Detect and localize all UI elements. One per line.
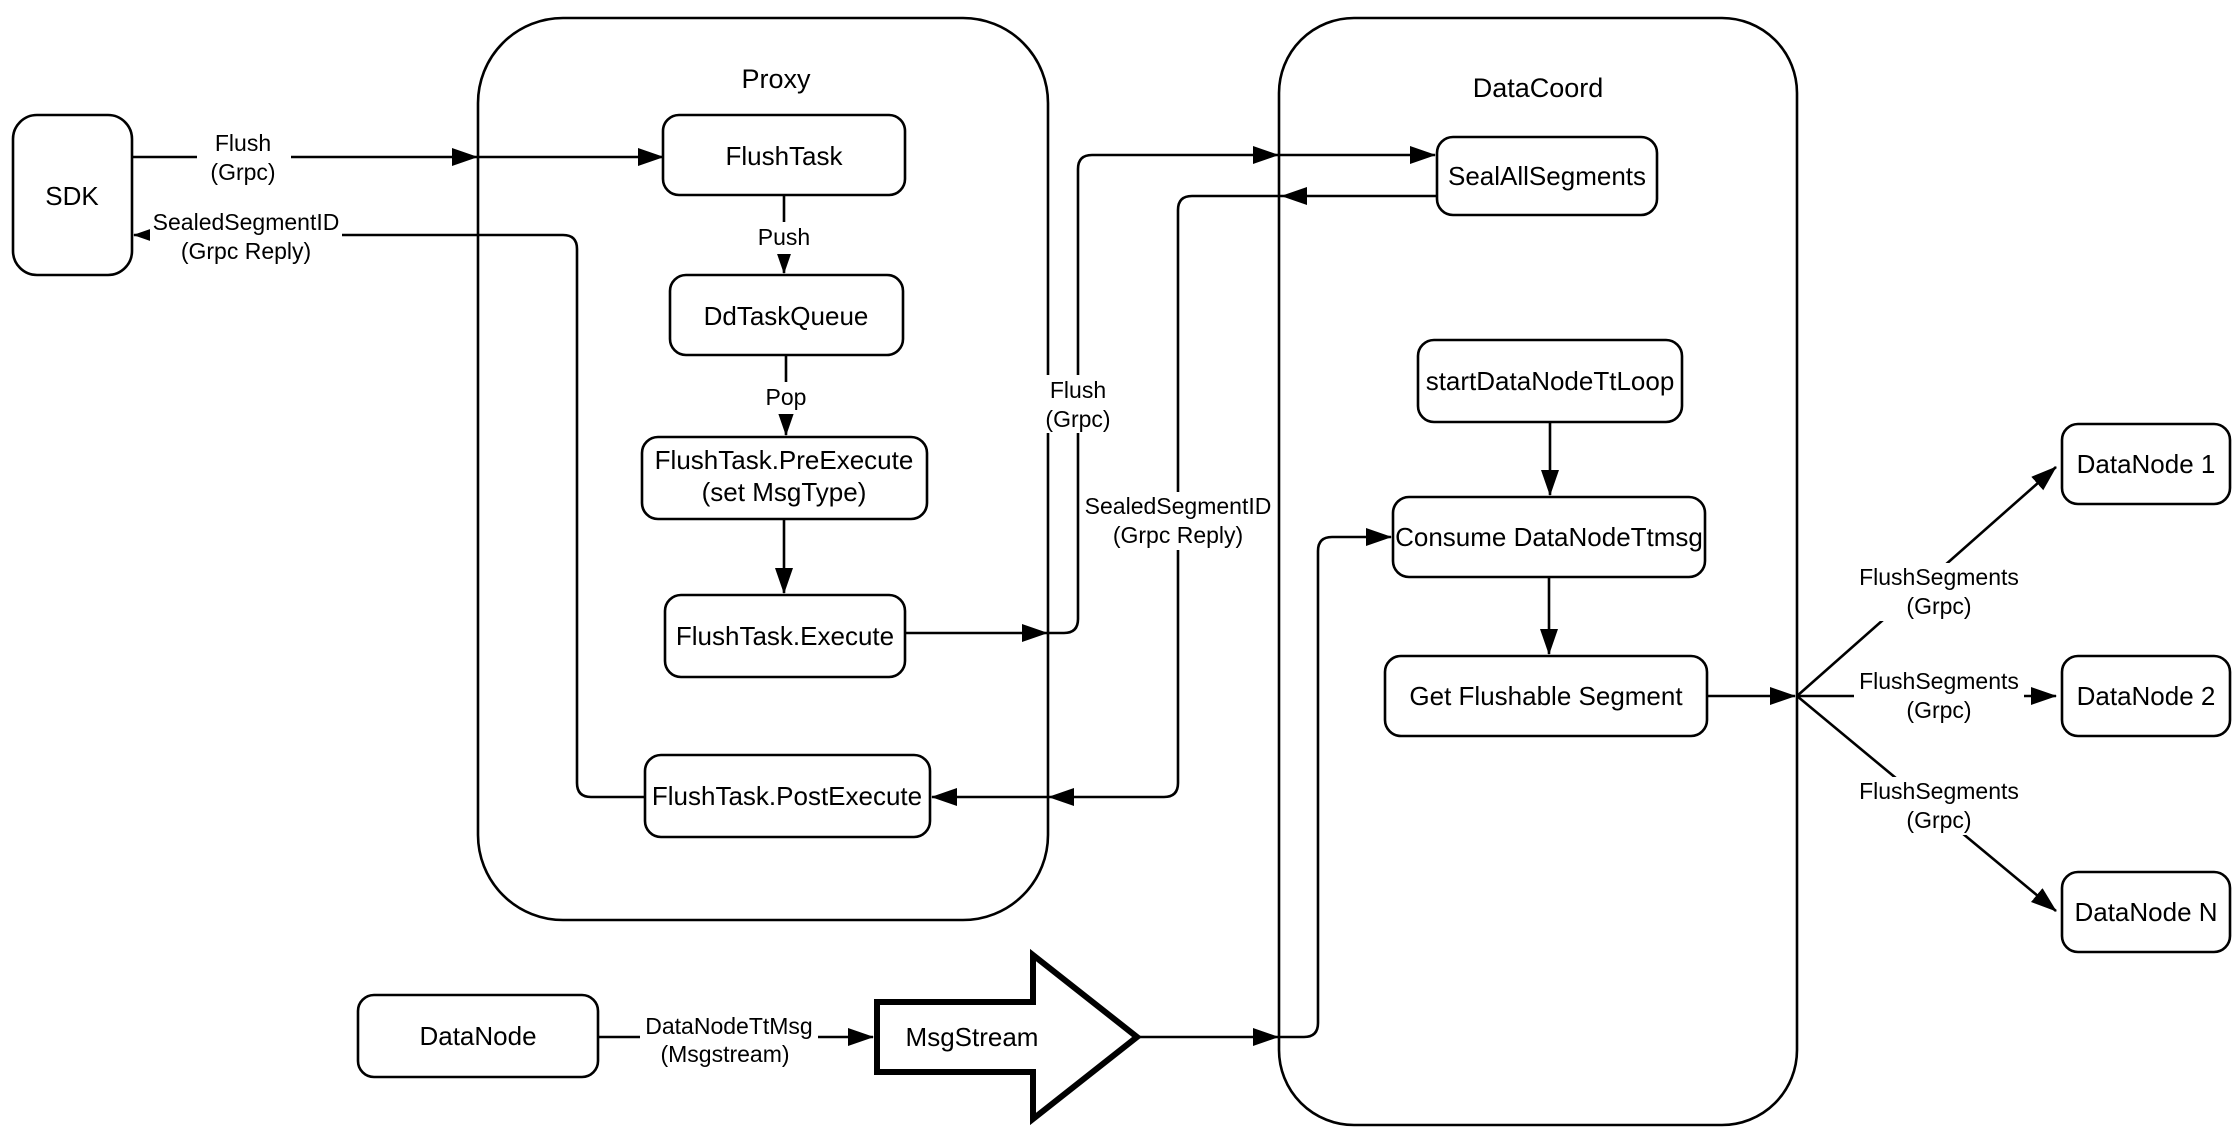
edge-label-sealedsegmentid-mid: SealedSegmentID (Grpc Reply) [1082, 492, 1274, 550]
arrowhead [1253, 146, 1279, 164]
container-proxy [476, 16, 1050, 922]
node-sealallsegments-label: SealAllSegments [1448, 161, 1646, 191]
node-datanode-bottom [356, 993, 600, 1079]
edge-label-sealedsegmentid-sdk: SealedSegmentID (Grpc Reply) [150, 208, 342, 266]
label-background [1031, 375, 1125, 433]
edge-label-flush-grpc-mid: Flush (Grpc) [1031, 375, 1125, 433]
node-datanode2-label: DataNode 2 [2077, 681, 2216, 711]
edge-execute-to-sealallsegments [905, 146, 1436, 635]
node-flushtask-label: FlushTask [725, 141, 843, 171]
edge-label-text: Pop [766, 384, 807, 410]
label-background [750, 222, 818, 254]
label-background [150, 208, 342, 266]
edge-label-flush-grpc-sdk: Flush (Grpc) [197, 128, 291, 186]
edge-label-text: SealedSegmentID [1085, 493, 1272, 519]
edge-label-text: FlushSegments [1859, 668, 2019, 694]
label-background [1854, 563, 2024, 621]
node-datanoden-label: DataNode N [2074, 897, 2217, 927]
edge-label-push: Push [750, 222, 818, 254]
edge-label-text: DataNodeTtMsg [645, 1013, 812, 1039]
msgstream-arrow-shape [874, 948, 1142, 1126]
node-getflushablesegment [1383, 654, 1709, 738]
label-background [1854, 667, 2024, 725]
label-background [756, 382, 816, 414]
edge-label-flushsegments-3: FlushSegments (Grpc) [1854, 777, 2024, 835]
node-startdatanodettloop [1416, 338, 1684, 424]
edge-label-text: (Grpc) [1906, 807, 1971, 833]
node-sdk-label: SDK [45, 181, 99, 211]
label-background [1854, 777, 2024, 835]
msgstream-label: MsgStream [906, 1022, 1039, 1052]
edge-label-pop: Pop [756, 382, 816, 414]
node-consumedatanodettmsg [1391, 495, 1707, 579]
edge-label-text: Push [758, 224, 810, 250]
edge-msgstream-to-consume [1137, 528, 1392, 1039]
edge-label-text: (Grpc) [1045, 406, 1110, 432]
node-sealallsegments [1435, 135, 1659, 217]
node-getflushablesegment-label: Get Flushable Segment [1409, 681, 1683, 711]
node-execute-label: FlushTask.Execute [676, 621, 894, 651]
node-execute [663, 593, 907, 679]
label-background [1082, 492, 1274, 550]
node-ddtaskqueue-label: DdTaskQueue [704, 301, 869, 331]
edge-label-text: (Msgstream) [660, 1041, 789, 1067]
label-background [640, 1011, 818, 1069]
edge-label-text: (Grpc Reply) [181, 238, 311, 264]
node-preexecute-label: FlushTask.PreExecute [655, 445, 914, 475]
node-postexecute [643, 753, 932, 839]
arrowhead [1281, 187, 1307, 205]
edge-label-text: (Grpc) [1906, 593, 1971, 619]
node-datanoden [2060, 870, 2232, 954]
arrowhead [452, 148, 478, 166]
edge-label-text: FlushSegments [1859, 564, 2019, 590]
label-background [197, 128, 291, 186]
container-proxy-title: Proxy [741, 64, 811, 94]
arrowhead [1253, 1028, 1279, 1046]
node-sdk [11, 113, 134, 277]
arrowhead [1048, 788, 1074, 806]
node-postexecute-label: FlushTask.PostExecute [652, 781, 922, 811]
node-ddtaskqueue [668, 273, 905, 357]
edge-label-flushsegments-1: FlushSegments (Grpc) [1854, 563, 2024, 621]
edge-label-text: FlushSegments [1859, 778, 2019, 804]
node-datanode1-label: DataNode 1 [2077, 449, 2216, 479]
node-datanode-bottom-label: DataNode [419, 1021, 536, 1051]
container-datacoord [1277, 16, 1799, 1127]
node-startdatanodettloop-label: startDataNodeTtLoop [1426, 366, 1675, 396]
edge-label-text: (Grpc Reply) [1113, 522, 1243, 548]
node-preexecute-label2: (set MsgType) [702, 477, 867, 507]
edge-label-flushsegments-2: FlushSegments (Grpc) [1854, 667, 2024, 725]
node-datanode2 [2060, 654, 2232, 738]
edge-label-text: SealedSegmentID [153, 209, 340, 235]
edge-label-text: Flush [215, 130, 271, 156]
node-consumedatanodettmsg-label: Consume DataNodeTtmsg [1395, 522, 1703, 552]
arrowhead [1022, 624, 1048, 642]
node-datanode1 [2060, 422, 2232, 506]
edge-postexecute-to-sdk [133, 226, 645, 799]
edge-label-text: Flush [1050, 377, 1106, 403]
edge-label-text: (Grpc) [210, 159, 275, 185]
node-preexecute [640, 435, 929, 521]
edge-label-text: (Grpc) [1906, 697, 1971, 723]
container-datacoord-title: DataCoord [1473, 73, 1604, 103]
node-flushtask [661, 113, 907, 197]
edge-label-datanodettmsg: DataNodeTtMsg (Msgstream) [640, 1011, 818, 1069]
